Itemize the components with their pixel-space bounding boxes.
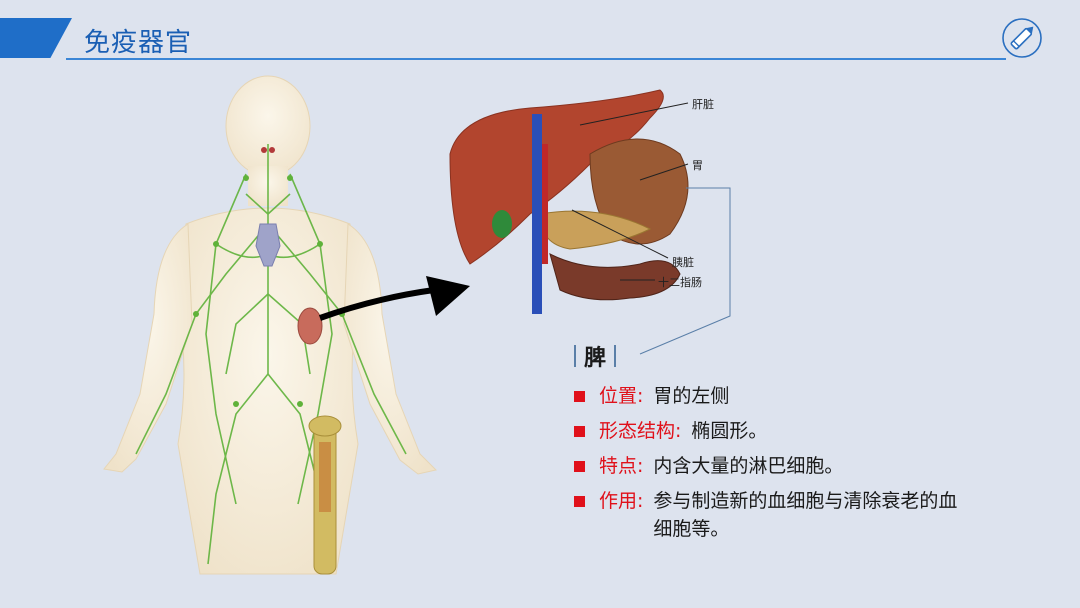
heading-bar-right (614, 345, 617, 367)
info-text: 胃的左侧 (653, 385, 730, 407)
heading-bar-left (574, 345, 576, 367)
arrow-icon (318, 276, 470, 321)
header-divider (66, 58, 1006, 60)
info-item-position: 位置: 胃的左侧 (574, 382, 1034, 410)
lymphatic-body-illustration (103, 75, 437, 575)
bullet-square (574, 461, 585, 472)
info-key: 作用: (599, 490, 644, 512)
info-text: 椭圆形。 (691, 420, 768, 442)
info-item-feature: 特点: 内含大量的淋巴细胞。 (574, 452, 1034, 480)
info-text: 参与制造新的血细胞与清除衰老的血细胞等。 (653, 490, 958, 540)
info-text: 内含大量的淋巴细胞。 (653, 455, 844, 477)
page-title: 免疫器官 (84, 28, 193, 58)
section-title: 脾 (584, 346, 607, 371)
label-liver: 肝脏 (692, 98, 714, 111)
info-item-function: 作用: 参与制造新的血细胞与清除衰老的血细胞等。 (574, 487, 1034, 543)
info-key: 位置: (599, 385, 644, 407)
label-pancreas: 胰脏 (672, 256, 694, 269)
pen-icon (1002, 18, 1042, 58)
info-key: 特点: (599, 455, 644, 477)
header-accent-tab (0, 18, 72, 58)
section-heading: 脾 (574, 340, 617, 372)
label-duodenum: 十二指肠 (658, 276, 702, 289)
bullet-square (574, 496, 585, 507)
bullet-square (574, 391, 585, 402)
info-list: 位置: 胃的左侧 形态结构: 椭圆形。 特点: 内含大量的淋巴细胞。 作用: 参… (574, 382, 1034, 550)
label-stomach: 胃 (692, 159, 703, 172)
info-item-structure: 形态结构: 椭圆形。 (574, 417, 1034, 445)
info-key: 形态结构: (599, 420, 682, 442)
bullet-square (574, 426, 585, 437)
